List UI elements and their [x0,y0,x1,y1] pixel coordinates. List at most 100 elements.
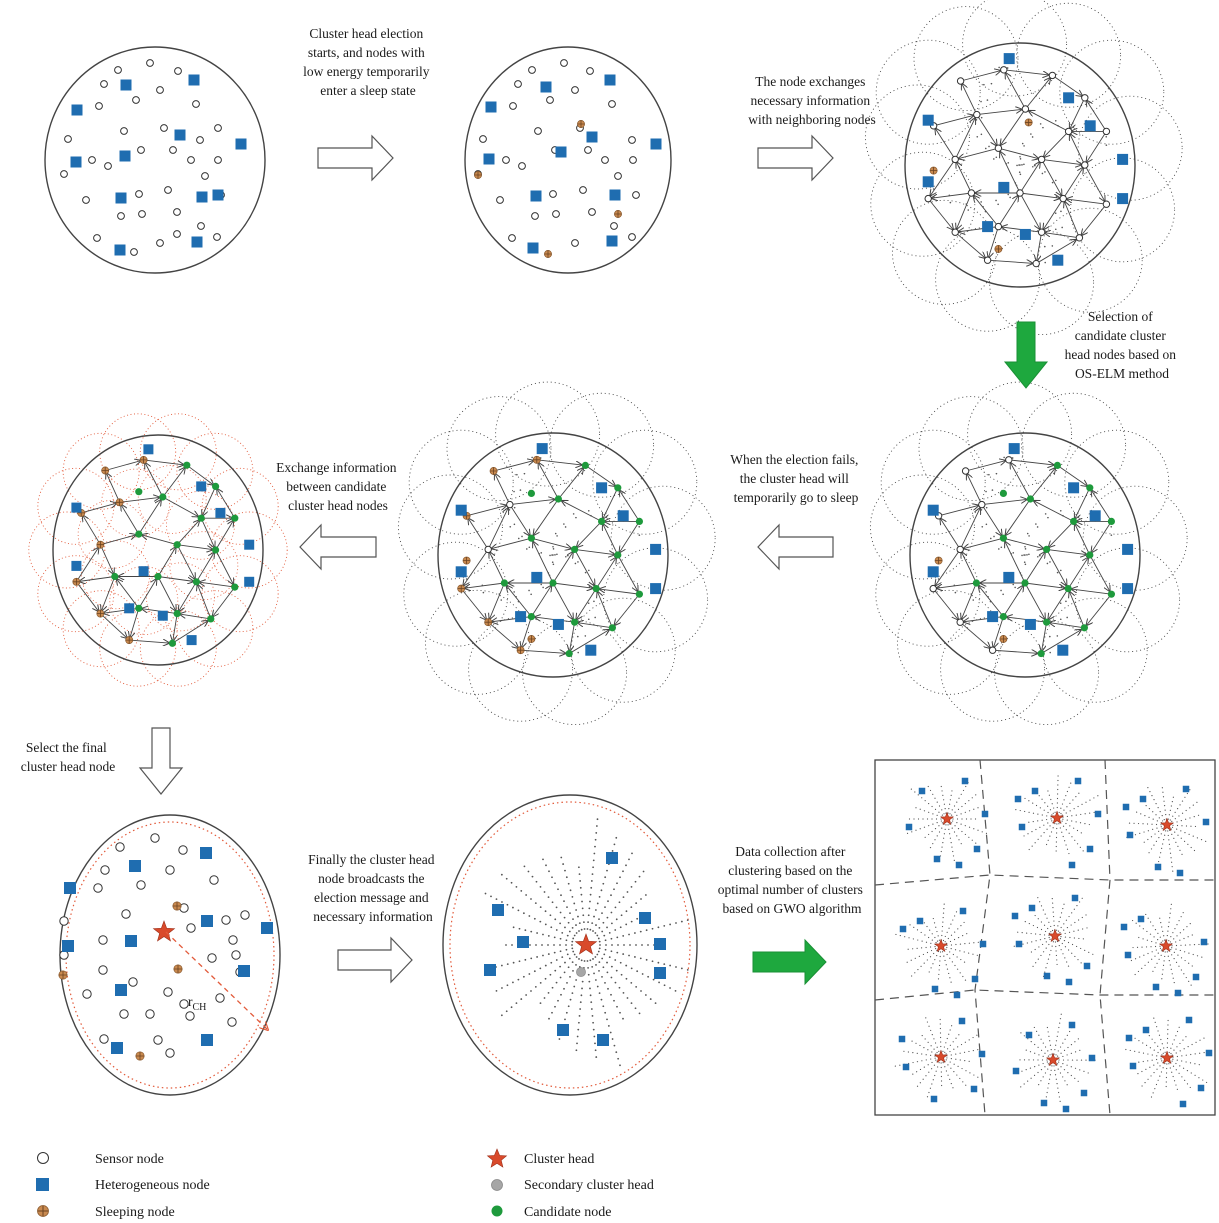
broadcast-dot [634,932,636,934]
cluster-dot [1047,1050,1049,1052]
sensor-node [956,545,964,554]
cluster-dot [1027,1080,1029,1082]
heterogeneous-node [1040,1099,1048,1107]
stipple-dot [981,525,984,528]
cluster-dot [1071,1059,1074,1061]
broadcast-dot [593,852,596,855]
candidate-range [139,609,217,687]
communication-link [1040,630,1081,654]
broadcast-dot [547,944,549,946]
cluster-dot [908,1062,910,1065]
stipple-dot [1000,546,1003,549]
cluster-dot [1066,1064,1068,1066]
broadcast-dot [658,981,660,984]
cluster-dot [953,1071,955,1073]
stipple-dot [556,535,558,537]
cluster-dot [939,1032,942,1034]
cluster-dot [922,1078,924,1080]
broadcast-dot [592,866,595,869]
communication-range [875,39,981,145]
heterogeneous-node [1063,92,1075,104]
cluster-dot [964,943,966,945]
cluster-dot [949,977,951,979]
broadcast-dot [614,929,617,931]
cluster-dot [1151,940,1153,943]
cluster-dot [1158,860,1160,863]
cluster-dot [1189,1062,1192,1064]
cluster-dot [1176,1088,1178,1090]
broadcast-dot [607,1025,610,1027]
communication-link [119,497,160,503]
heterogeneous-node [650,583,662,595]
broadcast-dot [597,950,600,953]
broadcast-dot [647,944,649,946]
stipple-dot [548,574,551,577]
cluster-dot [953,1063,955,1065]
cluster-dot [966,933,968,935]
candidate-node [159,493,167,501]
candidate-node [207,615,215,623]
cluster-dot [959,943,962,945]
communication-link [157,547,176,577]
cluster-dot [942,916,944,919]
broadcast-dot [594,979,597,981]
broadcast-dot [577,1028,580,1031]
heterogeneous-node [200,847,212,859]
heterogeneous-node [1176,869,1184,877]
cluster-dot [954,949,957,951]
communication-range [1042,597,1148,703]
cluster-dot [950,934,953,936]
communication-range [1075,547,1181,653]
stipple-dot [949,201,952,204]
cluster-dot [1142,928,1144,930]
communication-link [1000,152,1021,194]
cluster-dot [1161,847,1163,849]
cluster-dot [924,934,926,936]
cluster-dot [1081,803,1083,805]
cluster-dot [1055,1078,1057,1080]
caption-step8: Data collection after clustering based o… [718,844,866,916]
cluster-dot [1147,830,1149,832]
broadcast-dot [598,961,601,963]
cluster-dot [950,1057,952,1060]
communication-link [213,586,236,616]
cluster-dot [932,813,934,815]
communication-link [460,588,486,620]
cluster-dot [1070,1044,1073,1046]
cluster-dot [1172,1058,1174,1060]
broadcast-dot [500,873,503,876]
cluster-dot [977,829,979,831]
candidate-node [173,610,181,618]
broadcast-dot [640,898,642,900]
cluster-dot [1156,1055,1158,1057]
heterogeneous-node [455,566,467,578]
broadcast-dot [539,920,542,923]
cluster-dot [1048,1035,1050,1037]
cluster-dot [1037,820,1039,822]
cluster-dot [1045,1096,1047,1098]
cluster-dot [916,1085,919,1087]
cluster-dot [1160,1058,1162,1060]
broadcast-dot [610,922,613,925]
cluster-dot [949,1078,951,1080]
communication-range [408,429,514,535]
cluster-dot [1048,794,1050,796]
cluster-dot [971,797,973,799]
communication-link [964,537,1004,548]
broadcast-dot [522,975,525,978]
stipple-dot [984,147,987,150]
candidate-node [598,517,606,526]
stipple-dot [549,554,551,557]
broadcast-dot [583,921,585,924]
stipple-dot [540,552,543,554]
cluster-dot [931,1034,933,1036]
cluster-dot [1179,804,1181,806]
cluster-dot [1079,1069,1081,1071]
broadcast-dot [598,969,600,972]
sensor-node [165,1048,175,1058]
cluster-dot [1183,937,1185,940]
cluster-dot [1183,929,1185,931]
stipple-dot [1049,561,1051,563]
sensor-node [988,646,997,654]
stipple-dot [938,586,940,589]
